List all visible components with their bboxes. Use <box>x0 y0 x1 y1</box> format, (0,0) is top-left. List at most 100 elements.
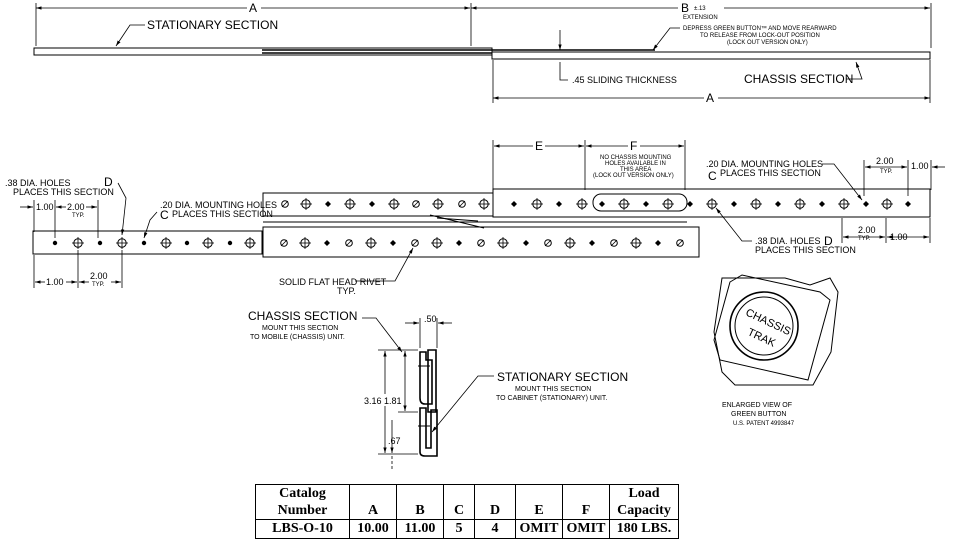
header-line-2: Capacity <box>617 503 671 518</box>
holes-38-right-leader <box>715 207 752 242</box>
small-hole <box>863 201 869 207</box>
stationary-rail-left <box>32 230 263 255</box>
mounting-hole <box>244 237 256 249</box>
header-line-2: Number <box>277 503 328 518</box>
header-line-2: E <box>534 503 544 518</box>
header-e: E <box>515 484 563 520</box>
header-d: D <box>474 484 516 520</box>
rivet-hole <box>281 200 289 208</box>
rivet-hole <box>412 200 420 208</box>
mounting-hole <box>365 237 377 249</box>
label-mask <box>704 92 718 103</box>
cell-d: 4 <box>474 519 516 539</box>
holes-38-right-count: D <box>824 234 833 248</box>
dim-200-bl: 2.00 <box>90 271 108 281</box>
dim-200-br: 2.00 <box>858 225 876 235</box>
small-hole <box>390 240 396 246</box>
rivet-hole <box>458 200 466 208</box>
stationary-profile <box>419 407 438 457</box>
small-hole <box>184 240 190 246</box>
rivet-hole <box>610 239 618 247</box>
mounting-hole <box>630 237 642 249</box>
small-hole <box>227 240 233 246</box>
hole-row-chassis <box>511 198 911 210</box>
lockout-slot <box>592 193 688 212</box>
lockout-lever <box>429 214 485 229</box>
mounting-hole <box>576 198 588 210</box>
rivet-hole <box>477 239 485 247</box>
rivet-label: SOLID FLAT HEAD RIVET <box>279 277 387 287</box>
small-hole <box>819 201 825 207</box>
holes-38-left-leader <box>117 182 127 236</box>
rivet-hole <box>676 239 684 247</box>
stationary-leader <box>115 24 145 47</box>
mounting-hole <box>202 237 214 249</box>
cell-f: OMIT <box>562 519 610 539</box>
rivet-hole <box>345 239 353 247</box>
typ-tr: TYP. <box>880 169 893 175</box>
dim-181-label: 1.81 <box>384 396 402 406</box>
extension-label: EXTENSION <box>683 15 718 21</box>
dim-316-label: 3.16 <box>364 396 382 406</box>
cell-load-capacity: 180 LBS. <box>609 519 679 539</box>
small-hole <box>456 240 462 246</box>
mounting-hole <box>497 237 509 249</box>
chassis-rail-top <box>491 51 931 60</box>
mounting-hole <box>794 198 806 210</box>
rivet-hole <box>544 239 552 247</box>
button-caption-1: ENLARGED VIEW OF <box>722 402 792 409</box>
no-chassis-note-3: THIS AREA <box>620 167 651 173</box>
holes-38-left-count: D <box>104 175 113 189</box>
holes-38-right-note: PLACES THIS SECTION <box>755 245 856 255</box>
small-hole <box>731 201 737 207</box>
holes-20-left-note: PLACES THIS SECTION <box>172 209 273 219</box>
no-chassis-note-1: NO CHASSIS MOUNTING <box>600 155 672 161</box>
cross-section-view: CHASSIS SECTION MOUNT THIS SECTION TO MO… <box>248 309 628 470</box>
cell-b: 11.00 <box>396 519 444 539</box>
header-b: B <box>396 484 444 520</box>
header-line-2: A <box>367 503 379 518</box>
small-hole <box>52 240 58 246</box>
small-hole <box>599 201 605 207</box>
mounting-hole <box>618 198 630 210</box>
dim-b-label: B <box>681 1 689 15</box>
chassis-rail <box>492 188 931 218</box>
lockout-lever <box>436 217 479 222</box>
side-view: E F NO CHASSIS MOUNTING HOLES AVAILABLE … <box>5 139 945 296</box>
dim-67-label: .67 <box>388 436 401 446</box>
dim-200-tl: 2.00 <box>67 202 85 212</box>
small-hole <box>324 240 330 246</box>
dim-200-tr: 2.00 <box>876 156 894 166</box>
mounting-hole <box>750 198 762 210</box>
mounting-hole <box>478 198 490 210</box>
header-a: A <box>349 484 397 520</box>
mounting-hole <box>431 237 443 249</box>
header-line-2: D <box>489 503 501 518</box>
sliding-thickness-label: .45 SLIDING THICKNESS <box>572 75 677 85</box>
typ-br: TYP. <box>858 236 871 242</box>
header-c: C <box>443 484 475 520</box>
holes-38-left-label: .38 DIA. HOLES <box>5 178 71 188</box>
dim-f-label: F <box>630 139 637 153</box>
header-line-1: Load <box>628 486 660 501</box>
cell-catalog-number: LBS-O-10 <box>255 519 350 539</box>
thickness-leader <box>559 62 568 81</box>
label-mask <box>678 1 724 21</box>
dim-50-label: .50 <box>424 314 437 324</box>
dim-b-tolerance: ±.13 <box>694 6 706 12</box>
chassis-profile <box>419 351 433 405</box>
stationary-section-label: STATIONARY SECTION <box>147 18 278 32</box>
holes-20-left-label: .20 DIA. MOUNTING HOLES <box>160 200 277 210</box>
patent-label: U.S. PATENT 4993847 <box>733 421 795 427</box>
mounting-hole <box>72 237 84 249</box>
typ-bl: TYP. <box>92 282 105 288</box>
dim-100-bl: 1.00 <box>46 277 64 287</box>
hole-row-intermediate <box>281 198 490 210</box>
cell-e: OMIT <box>515 519 563 539</box>
chassis-leader <box>846 61 863 80</box>
mounting-hole <box>344 198 356 210</box>
